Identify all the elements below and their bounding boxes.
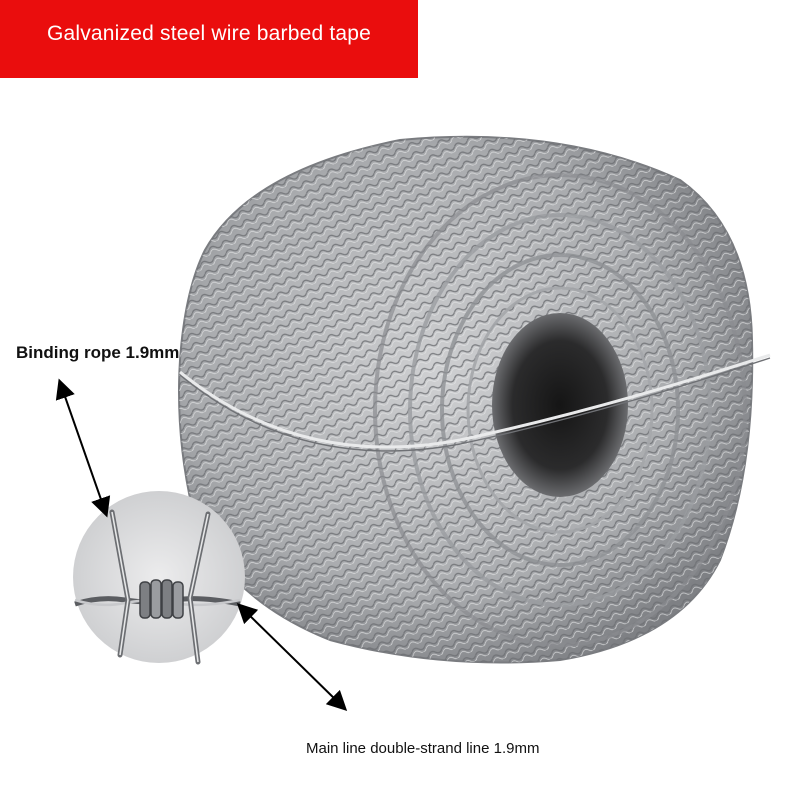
barb-detail-inset bbox=[73, 491, 245, 665]
binding-rope-label: Binding rope 1.9mm bbox=[16, 343, 180, 362]
title-banner bbox=[0, 0, 418, 78]
banner-title: Galvanized steel wire barbed tape bbox=[46, 22, 372, 45]
binding-rope-arrow bbox=[55, 378, 111, 518]
barbed-wire-coil bbox=[178, 135, 771, 664]
main-line-label: Main line double-strand line 1.9mm bbox=[306, 740, 540, 757]
main-line-arrow bbox=[236, 603, 348, 711]
